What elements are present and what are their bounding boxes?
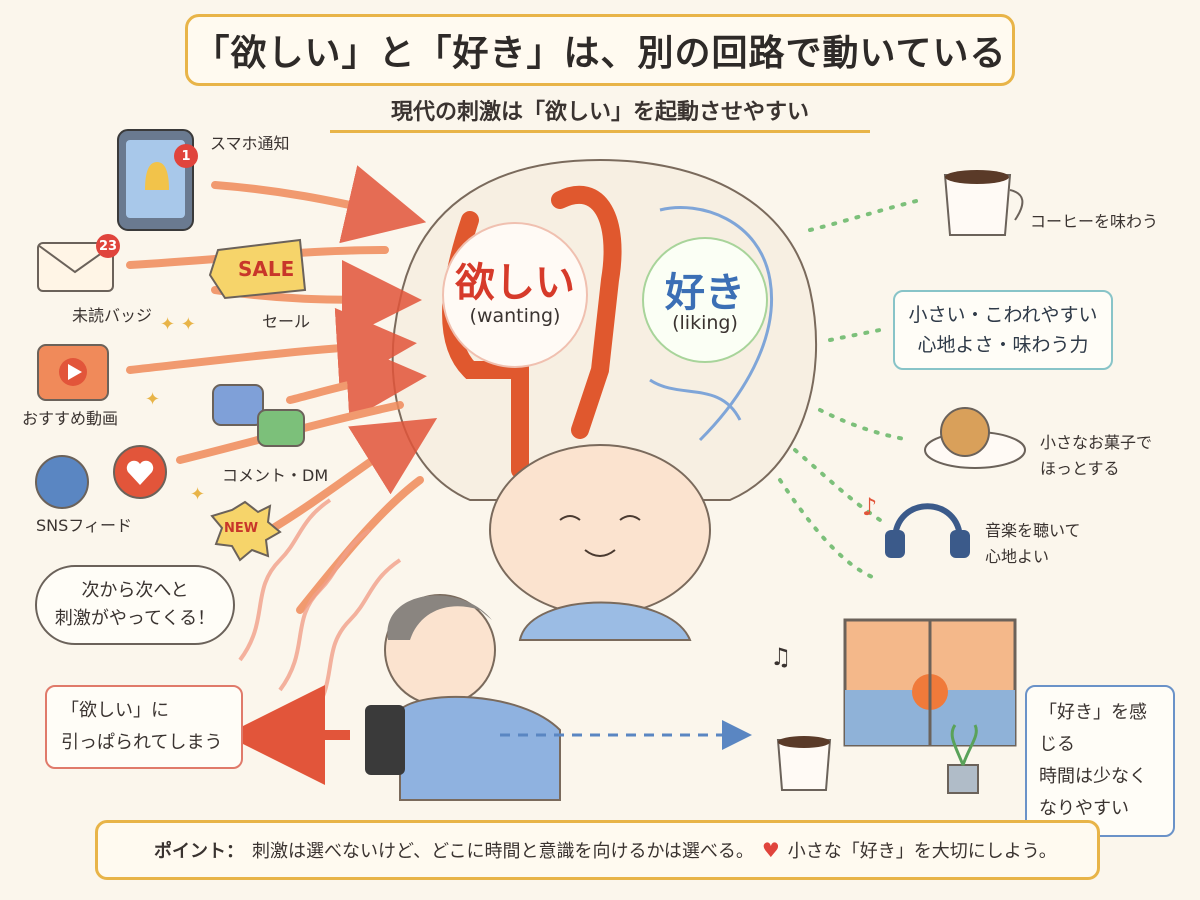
sparkle-icon: ✦ — [190, 484, 205, 505]
point-suffix: 小さな「好き」を大切にしよう。 — [787, 841, 1057, 862]
person-with-phone-illustration — [365, 594, 561, 801]
snack-line: ほっとする — [1040, 459, 1120, 478]
pulled-by-wanting-note: 「欲しい」に 引っぱられてしまう — [45, 685, 243, 769]
liking-time-line: なりやすい — [1039, 798, 1129, 819]
sale-label: セール — [262, 312, 311, 331]
page-title: 「欲しい」と「好き」は、別の回路で動いている — [185, 14, 1015, 86]
recommended-video-label: おすすめ動画 — [22, 409, 119, 428]
liking-quality-box: 小さい・こわれやすい 心地よさ・味わう力 — [893, 290, 1113, 370]
liking-quality-line: 小さい・こわれやすい — [908, 304, 1098, 326]
liking-time-line: 時間は少なく — [1039, 766, 1147, 787]
unread-count-badge: 23 — [96, 234, 120, 258]
envelope-icon — [37, 242, 114, 292]
point-prefix: ポイント： — [154, 841, 244, 862]
music-note-icon: ♫ — [770, 643, 792, 671]
coffee-cup-icon — [943, 170, 1024, 236]
liking-time-note: 「好き」を感じる 時間は少なく なりやすい — [1025, 685, 1175, 837]
video-play-icon — [37, 344, 109, 401]
liking-quality-line: 心地よさ・味わう力 — [917, 334, 1089, 356]
like-heart-icons — [35, 445, 167, 509]
pulled-line: 「欲しい」に — [61, 700, 169, 721]
sparkle-icon: ✦ — [145, 389, 160, 410]
cloud-line: 刺激がやってくる！ — [54, 608, 216, 629]
heart-icon: ♥ — [761, 838, 780, 862]
point-bar: ポイント： 刺激は選べないけど、どこに時間と意識を向けるかは選べる。 ♥ 小さな… — [95, 820, 1100, 880]
unread-badge-label: 未読バッジ — [72, 306, 153, 325]
wanting-label: 欲しい — [455, 260, 575, 306]
music-line: 心地よい — [985, 547, 1050, 566]
wanting-en-label: (wanting) — [469, 305, 561, 327]
new-tag-text: NEW — [224, 521, 259, 536]
liking-label: 好き — [665, 270, 745, 316]
coffee-label: コーヒーを味わう — [1030, 212, 1159, 231]
notification-badge: 1 — [174, 144, 198, 168]
sparkle-icon: ✦ ✦ — [160, 314, 196, 335]
sale-tag-icon — [208, 238, 307, 300]
cloud-line: 次から次へと — [81, 580, 189, 601]
music-line: 音楽を聴いて — [985, 521, 1081, 540]
liking-time-line: 「好き」を感じる — [1039, 702, 1147, 755]
sns-feed-label: SNSフィード — [36, 516, 132, 535]
liking-en-label: (liking) — [672, 312, 738, 334]
pulled-line: 引っぱられてしまう — [61, 732, 223, 753]
headphones-icon — [885, 503, 970, 558]
music-note-icon: ♪ — [862, 493, 877, 521]
sale-tag-text: SALE — [238, 257, 295, 281]
music-label: 音楽を聴いて 心地よい — [985, 518, 1081, 570]
stimuli-cloud-note: 次から次へと 刺激がやってくる！ — [35, 565, 235, 645]
person-face-illustration — [489, 444, 711, 641]
new-burst-icon — [210, 500, 282, 562]
comment-dm-label: コメント・DM — [222, 466, 329, 485]
point-text: 刺激は選べないけど、どこに時間と意識を向けるかは選べる。 — [252, 841, 754, 862]
chat-bubble-icon — [212, 384, 305, 447]
sunset-window-illustration — [843, 618, 1017, 747]
smartphone-notification-label: スマホ通知 — [210, 134, 290, 153]
cookie-plate-icon — [924, 407, 1026, 469]
coffee-cup-small-icon — [776, 736, 832, 791]
snack-label: 小さなお菓子で ほっとする — [1040, 430, 1152, 482]
snack-line: 小さなお菓子で — [1040, 433, 1153, 452]
subtitle: 現代の刺激は「欲しい」を起動させやすい — [330, 94, 870, 133]
plant-icon — [947, 724, 979, 794]
